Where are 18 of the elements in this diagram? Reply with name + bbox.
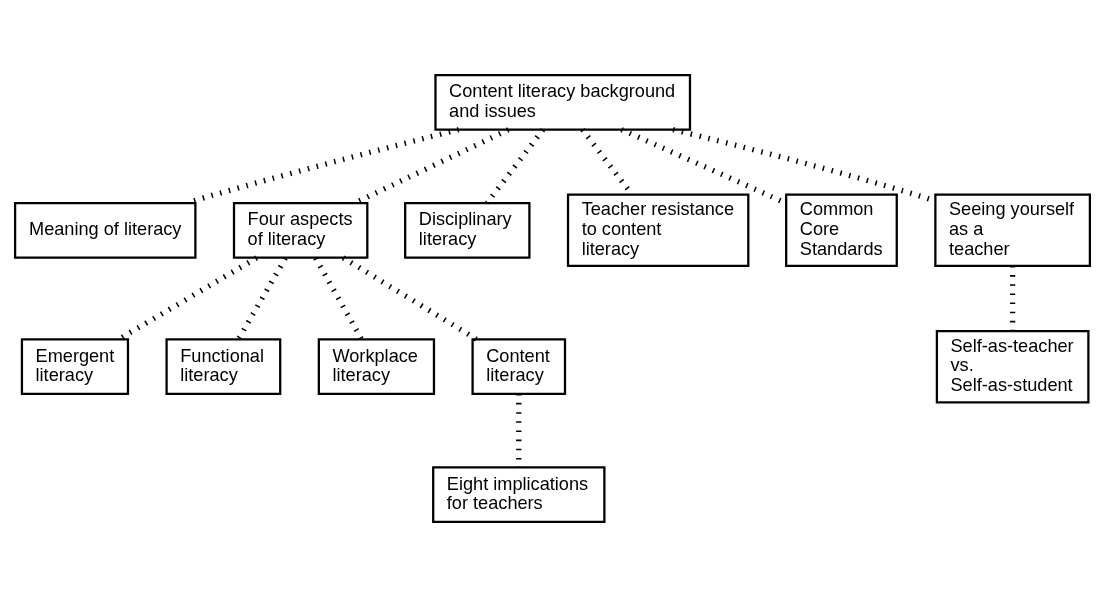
node-box: Four aspects of literacy (232, 201, 369, 259)
node-box: Workplace literacy (317, 337, 436, 395)
connector (484, 127, 546, 205)
node-box: Emergent literacy (20, 337, 130, 395)
node-box: Seeing yourself as a teacher (934, 193, 1092, 267)
node-box: Common Core Standards (785, 193, 898, 267)
connector (341, 255, 478, 341)
connector (236, 256, 288, 341)
node-box: Meaning of literacy (13, 201, 197, 259)
node-box: Content literacy background and issues (434, 73, 692, 131)
node-box: Disciplinary literacy (404, 201, 531, 259)
connector (1010, 265, 1016, 331)
node-box: Teacher resistance to content literacy (566, 193, 750, 267)
node-box: Eight implications for teachers (432, 465, 606, 523)
node-box: Functional literacy (165, 337, 282, 395)
node-box: Self-as-teacher vs. Self-as-student (935, 329, 1090, 403)
connector (313, 256, 365, 341)
node-box: Content literacy (471, 337, 567, 395)
